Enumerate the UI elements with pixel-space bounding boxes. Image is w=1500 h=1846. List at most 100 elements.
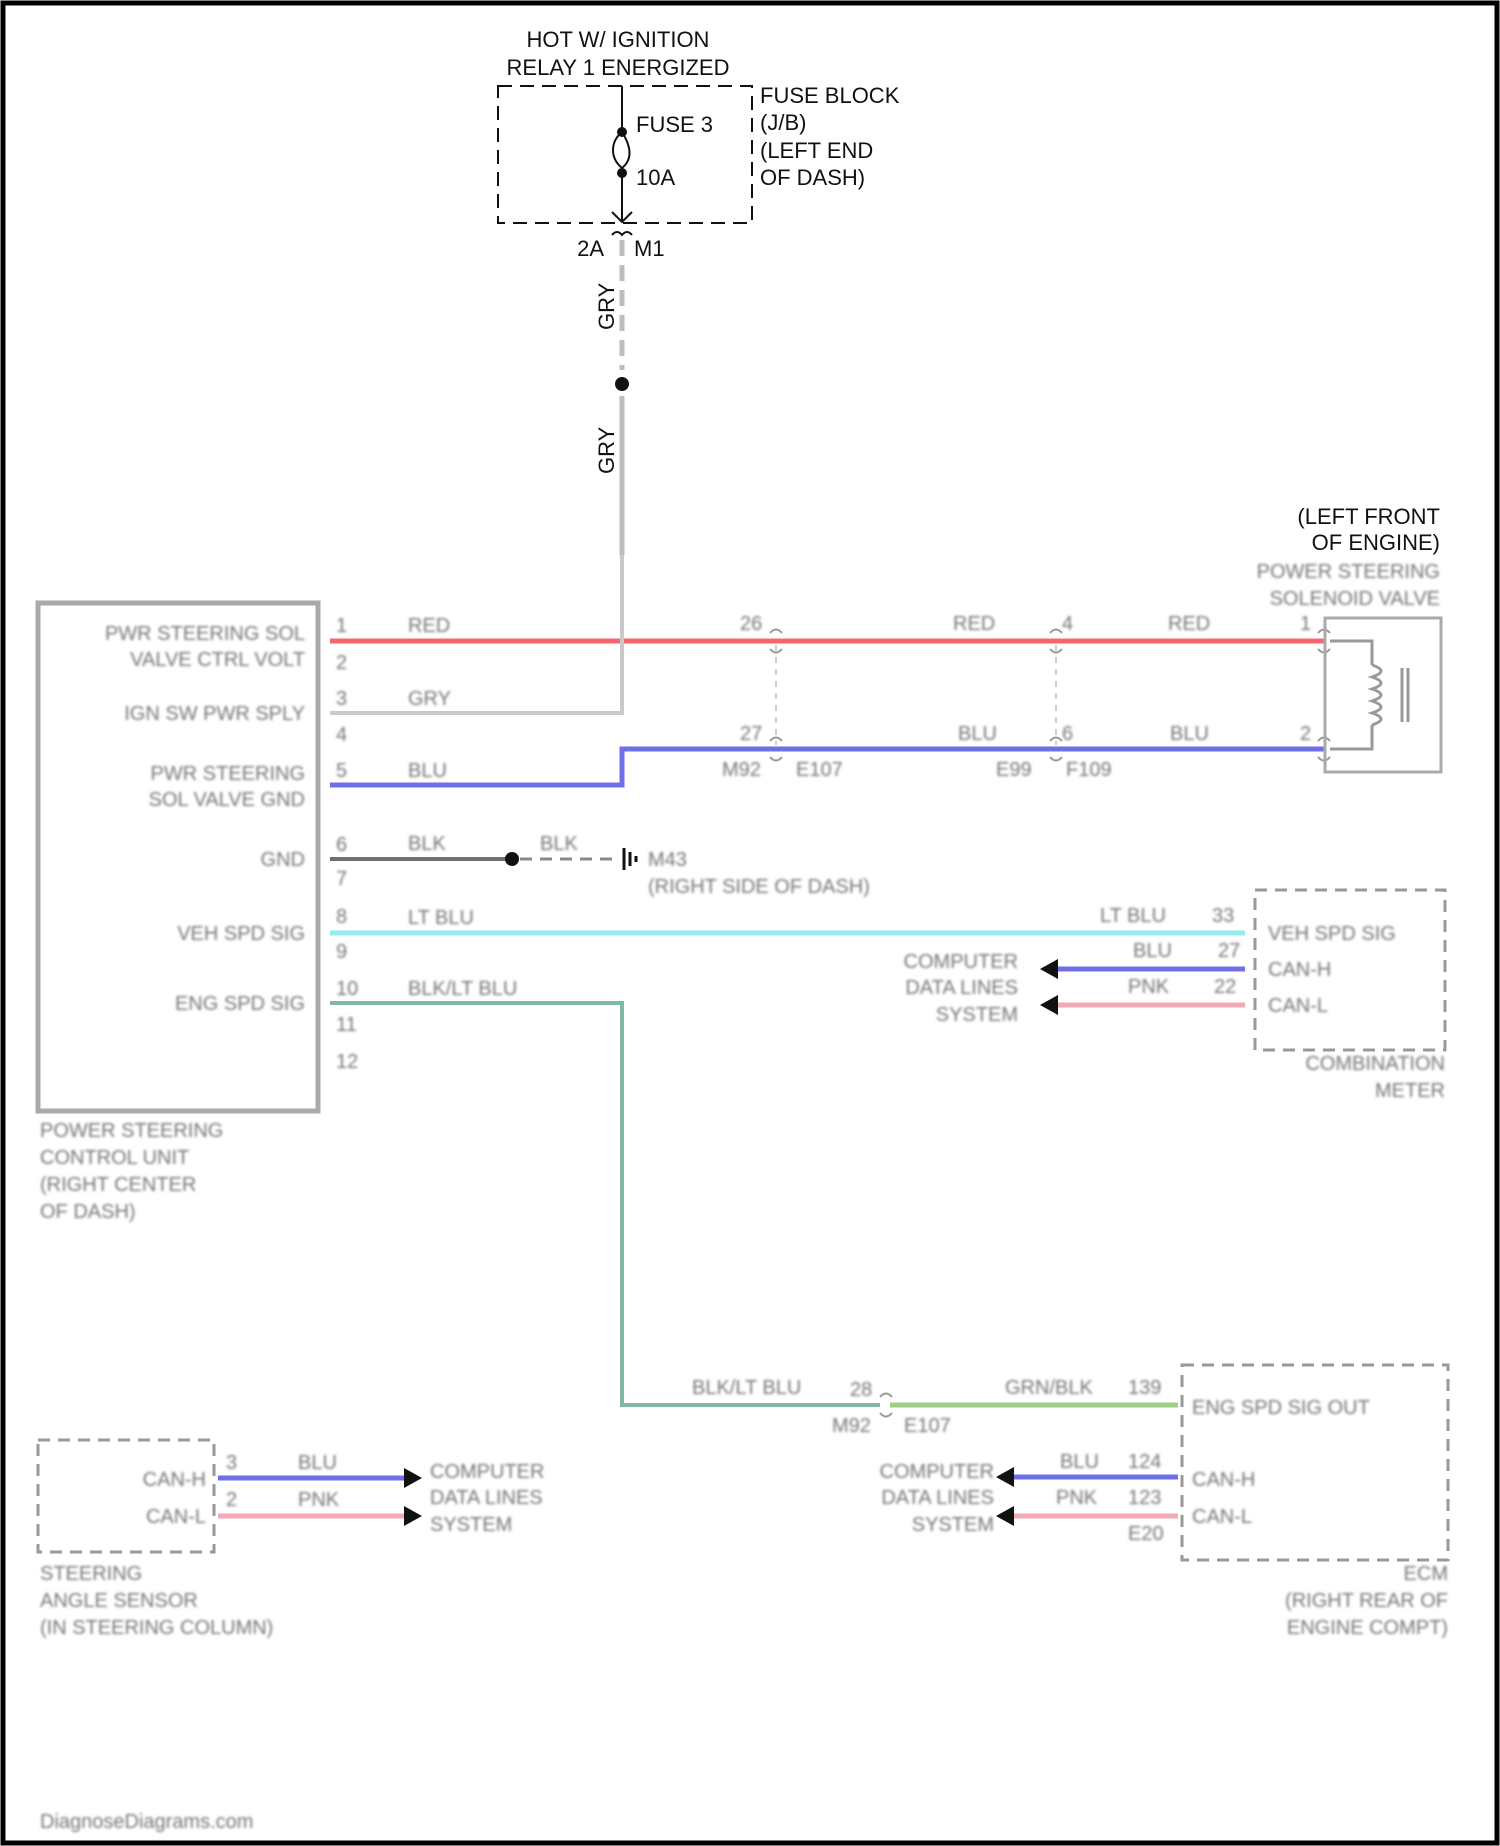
wire-label-blk-lt-blu-1: BLK/LT BLU [408,978,517,1000]
pin-12: 12 [336,1051,358,1073]
label-gnd: GND [261,849,305,871]
wire-label-can-pnk-ecm: PNK [1056,1487,1098,1509]
fuse-block-location-2: OF DASH) [760,165,865,190]
connector-pin-2a: 2A [577,236,604,261]
connector-name-m1: M1 [634,236,665,261]
label-sol-gnd-2: SOL VALVE GND [149,789,305,811]
fuse-block-title: FUSE BLOCK [760,83,900,108]
pin-8: 8 [336,906,347,928]
c2-right: F109 [1066,759,1112,781]
pin-7: 7 [336,868,347,890]
label-ign-pwr: IGN SW PWR SPLY [124,703,305,725]
c2-pin-red: 4 [1062,613,1073,635]
watermark: DiagnoseDiagrams.com [40,1811,253,1833]
meter-pin-can-h: 27 [1218,940,1240,962]
c2-pin-blu: 6 [1062,723,1073,745]
wire-label-blu-2: BLU [958,723,997,745]
c3-left: M92 [832,1415,871,1437]
sensor-bus-3: SYSTEM [430,1514,512,1536]
sensor-name-2: ANGLE SENSOR [40,1590,198,1612]
sensor-label-can-l: CAN-L [146,1506,206,1528]
meter-bus-2: DATA LINES [905,977,1018,999]
ecm-name-2: (RIGHT REAR OF [1285,1590,1448,1612]
c1-pin-blu: 27 [740,723,762,745]
label-sol-ctrl-2: VALVE CTRL VOLT [130,649,305,671]
ecm-label-can-l: CAN-L [1192,1506,1252,1528]
solenoid-name-1: POWER STEERING [1257,561,1440,583]
label-sol-ctrl-1: PWR STEERING SOL [105,623,305,645]
ecm-bus-1: COMPUTER [880,1461,994,1483]
meter-label-veh-spd: VEH SPD SIG [1268,923,1396,945]
wire-label-can-blu-meter: BLU [1133,940,1172,962]
splice-dot-icon [505,852,519,866]
ground-name: M43 [648,849,687,871]
ecm-name-1: ECM [1404,1563,1448,1585]
pin-2: 2 [336,652,347,674]
label-veh-spd: VEH SPD SIG [177,923,305,945]
solenoid-pin-bottom: 2 [1300,723,1311,745]
wire-label-lt-blu-2: LT BLU [1100,905,1166,927]
solenoid-location-1: (LEFT FRONT [1297,504,1440,529]
meter-bus-1: COMPUTER [904,951,1018,973]
solenoid-location-2: OF ENGINE) [1312,530,1440,555]
sensor-pin-can-h: 3 [226,1452,237,1474]
pin-9: 9 [336,941,347,963]
label-sol-gnd-1: PWR STEERING [151,763,305,785]
wire-label-red-1: RED [408,615,450,637]
solenoid-name-2: SOLENOID VALVE [1270,588,1440,610]
fuse-name: FUSE 3 [636,112,713,137]
ecm-connector: E20 [1128,1523,1164,1545]
sensor-bus-2: DATA LINES [430,1487,543,1509]
pin-4: 4 [336,724,347,746]
pin-1: 1 [336,615,347,637]
c1-right: E107 [796,759,843,781]
control-unit-name-4: OF DASH) [40,1201,136,1223]
wire-label-red-3: RED [1168,613,1210,635]
control-unit-name-1: POWER STEERING [40,1120,223,1142]
meter-bus-3: SYSTEM [936,1004,1018,1026]
ecm-bus-2: DATA LINES [881,1487,994,1509]
meter-label-can-l: CAN-L [1268,995,1328,1017]
wire-label-can-pnk-meter: PNK [1128,976,1170,998]
meter-label-can-h: CAN-H [1268,959,1331,981]
c2-left: E99 [996,759,1032,781]
ecm-label-can-h: CAN-H [1192,1469,1255,1491]
fuse-block-location-1: (LEFT END [760,138,873,163]
sensor-name-3: (IN STEERING COLUMN) [40,1617,273,1639]
wire-label-gry-lower: GRY [594,426,619,474]
ground-location: (RIGHT SIDE OF DASH) [648,876,870,898]
power-source-line-1: HOT W/ IGNITION [527,27,710,52]
c3-pin: 28 [850,1379,872,1401]
meter-name-1: COMBINATION [1305,1053,1445,1075]
sensor-name-1: STEERING [40,1563,142,1585]
meter-pin-can-l: 22 [1214,976,1236,998]
sensor-bus-1: COMPUTER [430,1461,544,1483]
pin-3: 3 [336,688,347,710]
wire-label-gry-upper: GRY [594,282,619,330]
wire-label-can-blu-ecm: BLU [1060,1451,1099,1473]
wire-label-red-2: RED [953,613,995,635]
pin-11: 11 [336,1014,357,1036]
wire-label-blk-2: BLK [540,833,578,855]
wire-label-lt-blu-1: LT BLU [408,907,474,929]
c1-pin-red: 26 [740,613,762,635]
wire-label-can-blu-sensor: BLU [298,1452,337,1474]
ecm-label-eng-spd: ENG SPD SIG OUT [1192,1397,1370,1419]
wire-label-blu-3: BLU [1170,723,1209,745]
ecm-name-3: ENGINE COMPT) [1287,1617,1448,1639]
wire-label-grn-blk: GRN/BLK [1005,1377,1093,1399]
c1-left: M92 [722,759,761,781]
pin-5: 5 [336,760,347,782]
meter-name-2: METER [1375,1080,1445,1102]
c3-right: E107 [904,1415,951,1437]
sensor-label-can-h: CAN-H [143,1469,206,1491]
label-eng-spd: ENG SPD SIG [175,993,305,1015]
ecm-pin-can-l: 123 [1128,1487,1161,1509]
meter-pin-veh-spd: 33 [1212,905,1234,927]
wire-label-can-pnk-sensor: PNK [298,1489,340,1511]
pin-10: 10 [336,978,358,1000]
ecm-bus-3: SYSTEM [912,1514,994,1536]
power-source-line-2: RELAY 1 ENERGIZED [507,55,730,80]
ecm-pin-eng-spd: 139 [1128,1377,1161,1399]
